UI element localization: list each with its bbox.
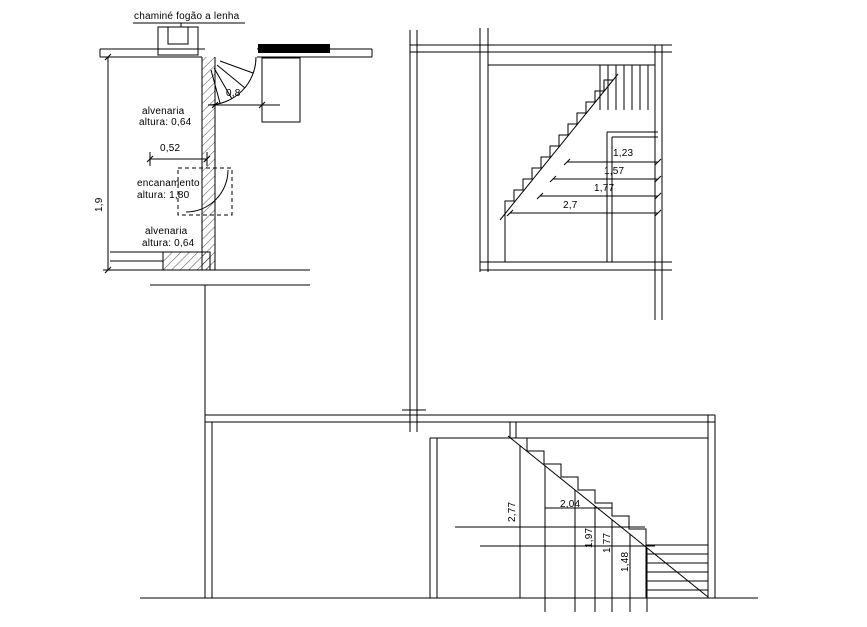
- stove-width-dim: 0,8: [226, 88, 241, 99]
- upper-dim-1: 1,23: [613, 148, 634, 159]
- stove-plan: [261, 57, 301, 123]
- chimney-flue-plan: [167, 26, 189, 45]
- masonry-bottom-label: alvenaria: [145, 226, 188, 237]
- overall-height-dim: 1,9: [94, 197, 105, 212]
- piping-height: altura: 1,80: [137, 190, 190, 201]
- upper-dim-3: 1,77: [594, 183, 615, 194]
- masonry-bottom-hatch: [162, 251, 211, 271]
- lower-dim-3: 1,48: [620, 551, 631, 572]
- masonry-hatch: [202, 57, 215, 270]
- upper-dim-2: 1,57: [604, 166, 625, 177]
- chimney-plan: [157, 26, 199, 56]
- upper-dim-4: 2,7: [563, 200, 578, 211]
- door-swing-arc: [207, 56, 257, 106]
- piping-label: encanamento: [137, 178, 200, 189]
- lower-stair-section-drawing: [140, 414, 758, 612]
- lower-dim-2: 1,77: [602, 532, 613, 553]
- plan-title: chaminé fogão a lenha: [134, 11, 240, 22]
- lower-dim-ceiling: 2,77: [507, 501, 518, 522]
- lower-dim-1: 1,97: [584, 527, 595, 548]
- piping-zone: [177, 167, 233, 216]
- lower-dim-mid: 2,04: [560, 499, 581, 510]
- masonry-top-label: alvenaria: [142, 106, 185, 117]
- flue-width-dim: 0,52: [160, 143, 181, 154]
- stair-steps-lower: [510, 437, 647, 542]
- plan-view-drawing: [99, 22, 373, 598]
- masonry-bottom-height: altura: 0,64: [142, 238, 195, 249]
- masonry-top-height: altura: 0,64: [139, 117, 192, 128]
- counter-solid-plan: [258, 44, 330, 53]
- upper-stair-section-drawing: [402, 28, 672, 432]
